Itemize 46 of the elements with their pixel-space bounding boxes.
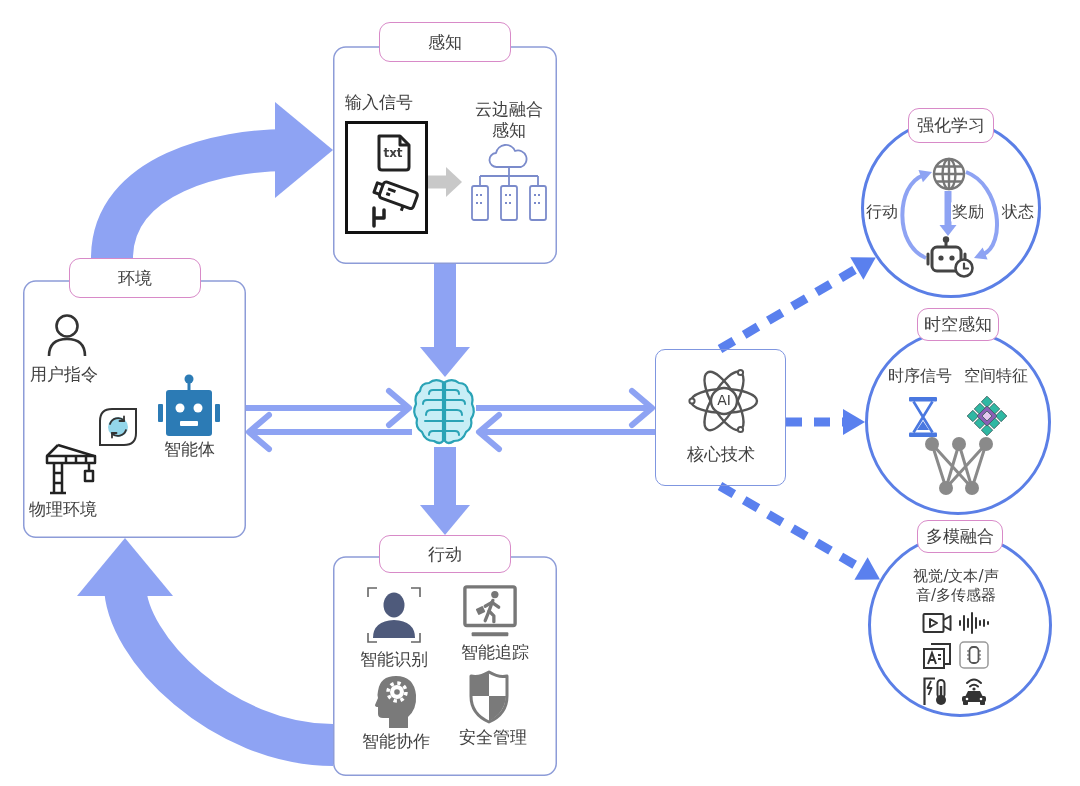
title-tab: 多模融合 [917, 520, 1003, 553]
arrow [246, 412, 412, 452]
node-label: 核心技术 [687, 444, 755, 466]
arrow [476, 412, 655, 452]
icon-label: 智能识别 [360, 649, 428, 671]
dashed-arrow [717, 482, 880, 580]
block-arrow [420, 447, 470, 535]
title-tab: 强化学习 [908, 108, 994, 143]
icon-text: AI [717, 392, 731, 410]
curved-arrow [900, 170, 932, 260]
title-tab: 感知 [379, 22, 511, 62]
title-tab: 行动 [379, 535, 511, 573]
edge-label: 状态 [1001, 202, 1035, 222]
image-frame [343, 92, 428, 234]
globe-icon [932, 157, 966, 191]
panel [23, 258, 246, 538]
icon-label: 物理环境 [29, 499, 97, 521]
title-tab: 环境 [68, 258, 201, 298]
icon-label: 空间特征 [964, 366, 1028, 386]
circle-panel [865, 308, 1051, 515]
arrow [476, 388, 655, 428]
dashed-arrow [717, 257, 876, 353]
heading: 输入信号 [345, 92, 413, 114]
panel [333, 535, 557, 776]
curved-arrow [965, 170, 999, 260]
block-arrow [420, 264, 470, 377]
robot-clock-icon [926, 236, 974, 278]
icon-label: 智能协作 [362, 731, 430, 753]
icon-label: 智能体 [163, 439, 215, 461]
arrow [246, 388, 412, 428]
heading: 云边融合感知 [474, 99, 544, 142]
panel [333, 22, 557, 264]
edge-label: 奖励 [951, 202, 985, 222]
icon-label: 智能追踪 [461, 642, 529, 664]
circle-panel [868, 520, 1052, 717]
edge-label: 行动 [865, 202, 899, 222]
icon-label: 用户指令 [30, 364, 98, 386]
dashed-arrow [786, 409, 865, 435]
title-tab: 时空感知 [917, 308, 999, 341]
icon-text: txt [383, 146, 403, 161]
icon-label: 时序信号 [888, 366, 952, 386]
card [655, 349, 786, 486]
icon-label: 安全管理 [459, 727, 527, 749]
description: 视觉/文本/声音/多传感器 [912, 567, 1000, 605]
brain-icon [412, 377, 476, 447]
arrow [428, 167, 462, 197]
